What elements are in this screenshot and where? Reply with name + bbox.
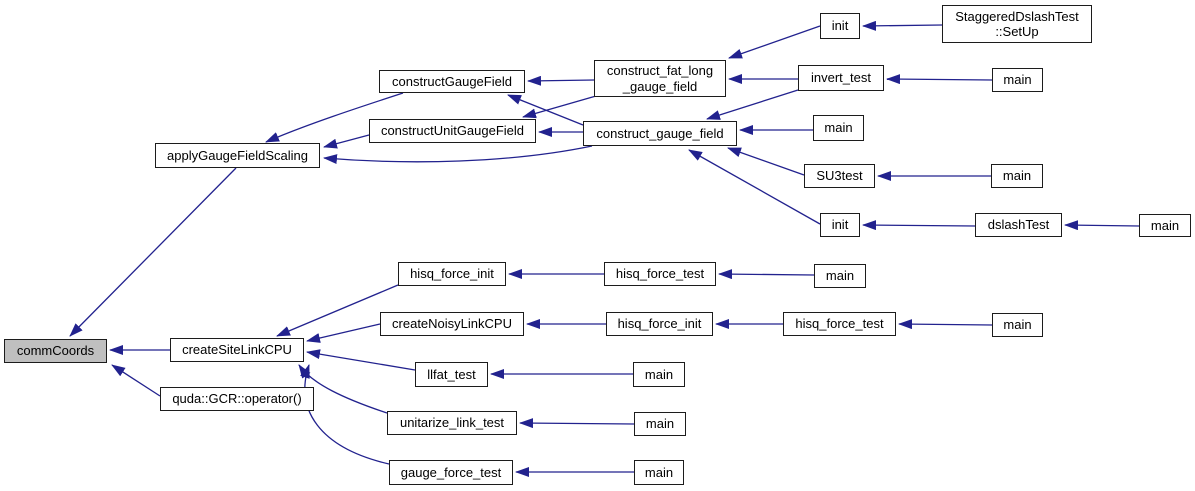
node-main-SU3test[interactable]: main — [991, 164, 1043, 188]
edge-construct_fat_long_gauge_field--constructUnitGaugeField — [522, 95, 597, 119]
node-hisq_force_init-2[interactable]: hisq_force_init — [606, 312, 713, 336]
node-main-hisq_force_test-2[interactable]: main — [992, 313, 1043, 337]
edge-llfat_test--createSiteLinkCPU — [306, 349, 416, 371]
edge-construct_gauge_field--applyGaugeFieldScaling — [323, 145, 593, 165]
node-constructUnitGaugeField[interactable]: constructUnitGaugeField — [369, 119, 536, 143]
node-main-gauge_force_test[interactable]: main — [634, 460, 684, 485]
edge-StaggeredDslashTest-SetUp--init-top — [862, 20, 943, 31]
edge-main-unitarize_link_test--unitarize_link_test — [519, 418, 635, 429]
edge-init-top--construct_fat_long_gauge_field — [728, 25, 821, 59]
node-llfat_test[interactable]: llfat_test — [415, 362, 488, 387]
edge-main-dslashTest--dslashTest — [1064, 220, 1140, 231]
node-construct_gauge_field[interactable]: construct_gauge_field — [583, 121, 737, 146]
node-hisq_force_test-2[interactable]: hisq_force_test — [783, 312, 896, 336]
node-StaggeredDslashTest-SetUp[interactable]: StaggeredDslashTest ::SetUp — [942, 5, 1092, 43]
edge-construct_fat_long_gauge_field--constructGaugeField — [527, 75, 595, 86]
node-commCoords: commCoords — [4, 339, 107, 363]
node-quda-GCR-operator[interactable]: quda::GCR::operator() — [160, 387, 314, 411]
edge-gauge_force_test--createSiteLinkCPU — [300, 364, 390, 465]
node-main-hisq_force_test-1[interactable]: main — [814, 264, 866, 288]
node-main-invert_test[interactable]: main — [992, 68, 1043, 92]
node-createNoisyLinkCPU[interactable]: createNoisyLinkCPU — [380, 312, 524, 336]
node-main-construct_gauge_field[interactable]: main — [813, 115, 864, 141]
edge-main-invert_test--invert_test — [886, 74, 993, 85]
node-main-dslashTest[interactable]: main — [1139, 214, 1191, 237]
node-createSiteLinkCPU[interactable]: createSiteLinkCPU — [170, 338, 304, 362]
edges-group — [69, 20, 1140, 477]
edge-constructUnitGaugeField--applyGaugeFieldScaling — [323, 134, 370, 149]
node-init-top[interactable]: init — [820, 13, 860, 39]
node-init-bottom[interactable]: init — [820, 213, 860, 237]
node-invert_test[interactable]: invert_test — [798, 65, 884, 91]
edge-createNoisyLinkCPU--createSiteLinkCPU — [306, 323, 381, 343]
edge-main-hisq_force_test-2--hisq_force_test-2 — [898, 319, 993, 330]
node-construct_fat_long_gauge_field[interactable]: construct_fat_long _gauge_field — [594, 60, 726, 97]
edge-quda-GCR-operator--commCoords — [111, 364, 161, 397]
node-unitarize_link_test[interactable]: unitarize_link_test — [387, 411, 517, 435]
node-main-unitarize_link_test[interactable]: main — [634, 412, 686, 436]
node-gauge_force_test[interactable]: gauge_force_test — [389, 460, 513, 485]
node-applyGaugeFieldScaling[interactable]: applyGaugeFieldScaling — [155, 143, 320, 168]
edge-dslashTest--init-bottom — [862, 220, 976, 231]
edge-hisq_force_init-1--createSiteLinkCPU — [276, 284, 399, 337]
node-SU3test[interactable]: SU3test — [804, 164, 875, 188]
edge-main-hisq_force_test-1--hisq_force_test-1 — [718, 269, 815, 280]
edge-invert_test--construct_gauge_field — [706, 89, 799, 120]
edge-SU3test--construct_gauge_field — [727, 147, 805, 176]
edge-init-bottom--construct_gauge_field — [688, 149, 821, 225]
edge-constructGaugeField--applyGaugeFieldScaling — [265, 92, 404, 143]
node-main-llfat_test[interactable]: main — [633, 362, 685, 387]
node-hisq_force_test-1[interactable]: hisq_force_test — [604, 262, 716, 286]
node-constructGaugeField[interactable]: constructGaugeField — [379, 70, 525, 93]
node-dslashTest[interactable]: dslashTest — [975, 213, 1062, 237]
node-hisq_force_init-1[interactable]: hisq_force_init — [398, 262, 506, 286]
edge-applyGaugeFieldScaling--commCoords — [69, 167, 237, 337]
